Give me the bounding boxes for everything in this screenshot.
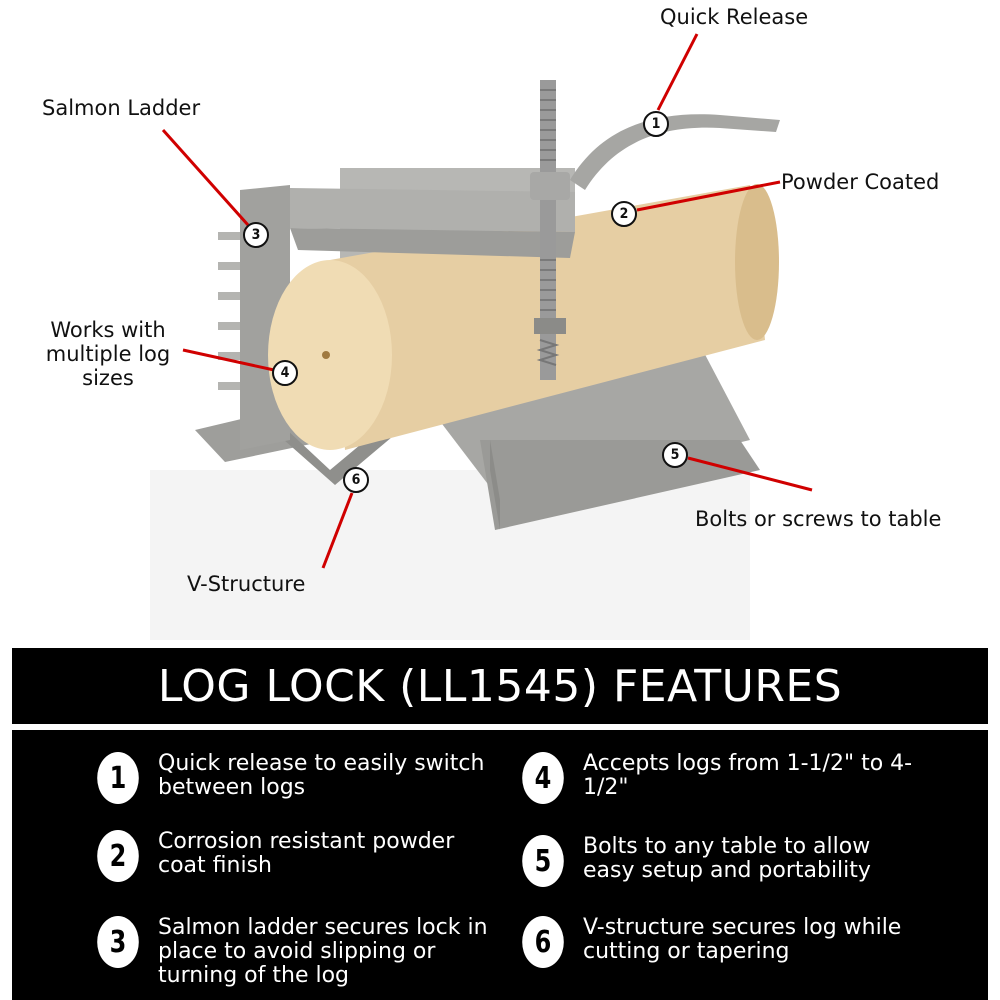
callout-badge-1: 1 [643,111,669,137]
callout-badge-4: 4 [272,360,298,386]
feature-number-badge: 2 [97,830,139,882]
log-lock-illustration [150,33,813,640]
feature-text: Quick release to easily switch between l… [158,751,485,800]
callout-label-v-structure: V-Structure [187,572,306,596]
callout-label-powder-coated: Powder Coated [781,170,940,194]
feature-text: V-structure secures log while cutting or… [583,915,902,964]
callout-badge-5: 5 [662,442,688,468]
callout-lines [161,33,813,569]
floor-reflection [150,470,750,640]
feature-text: Salmon ladder secures lock in place to a… [158,915,488,988]
callout-label-quick-release: Quick Release [660,5,809,29]
quick-release-handle [570,114,780,190]
feature-number-badge: 5 [522,835,564,887]
feature-item-6: 6 V-structure secures log while cutting … [517,916,923,968]
callout-badge-3: 3 [243,222,269,248]
callout-label-bolts: Bolts or screws to table [695,507,942,531]
feature-text: Corrosion resistant powder coat finish [158,829,455,878]
page-title: LOG LOCK (LL1545) FEATURES [157,660,843,712]
wing-nut [530,172,570,200]
callout-badge-2: 2 [611,201,637,227]
callout-label-salmon-ladder: Salmon Ladder [42,96,201,120]
feature-number-badge: 3 [97,916,139,968]
feature-number-badge: 6 [522,916,564,968]
feature-item-4: 4 Accepts logs from 1-1/2" to 4-1/2" [517,752,923,804]
threaded-rod [540,80,556,380]
callout-label-log-sizes: Works with multiple log sizes [45,318,171,390]
features-panel: 1 Quick release to easily switch between… [12,730,988,1000]
callout-badge-6: 6 [343,467,369,493]
feature-item-2: 2 Corrosion resistant powder coat finish [92,830,498,882]
feature-item-3: 3 Salmon ladder secures lock in place to… [92,916,498,988]
feature-number-badge: 4 [522,752,564,804]
features-title-bar: LOG LOCK (LL1545) FEATURES [12,648,988,724]
feature-text: Accepts logs from 1-1/2" to 4-1/2" [583,751,913,800]
feature-text: Bolts to any table to allow easy setup a… [583,834,871,883]
feature-item-5: 5 Bolts to any table to allow easy setup… [517,835,923,887]
feature-item-1: 1 Quick release to easily switch between… [92,752,498,804]
product-photo: 1 2 3 4 5 6 Quick Release Powder Coated … [42,5,942,640]
base-flange-right [480,440,760,530]
feature-number-badge: 1 [97,752,139,804]
clamp-bar [290,188,575,232]
